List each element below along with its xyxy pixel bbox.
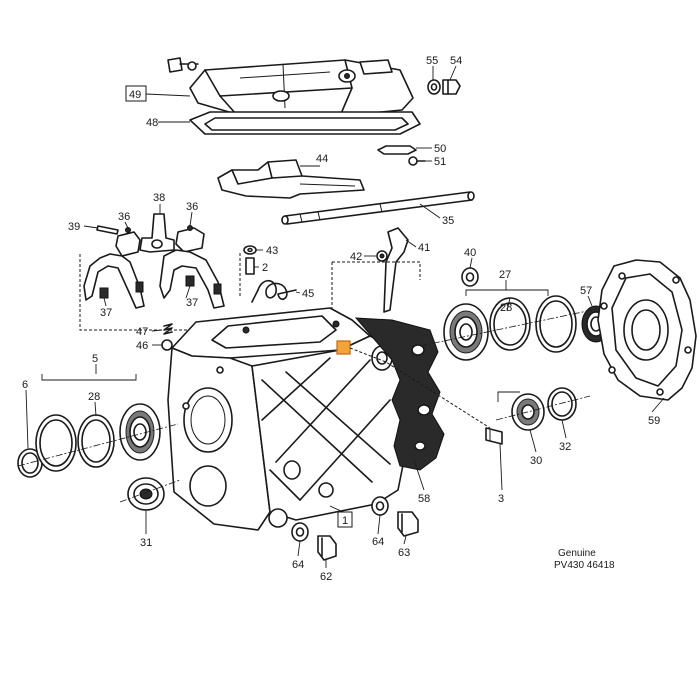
ring-27-right[interactable] (535, 295, 577, 353)
label-57: 57 (580, 285, 592, 297)
bearing-31[interactable] (127, 477, 165, 511)
label-6: 6 (22, 379, 28, 391)
label-64a: 64 (292, 559, 304, 571)
label-38: 38 (153, 192, 165, 204)
label-49-box (125, 85, 147, 102)
circlip-6[interactable] (17, 448, 43, 478)
bearing-right[interactable] (443, 303, 489, 361)
washer-64-left[interactable] (291, 522, 309, 542)
ball-42[interactable] (376, 250, 388, 262)
label-27: 27 (499, 269, 511, 281)
label-45: 45 (302, 288, 314, 300)
interlock-plate[interactable] (217, 159, 365, 199)
label-55: 55 (426, 55, 438, 67)
dash-30 (497, 391, 520, 402)
bearing-30-centerline (495, 395, 591, 421)
spring-45[interactable] (251, 279, 297, 303)
washer-64-right[interactable] (371, 496, 389, 516)
top-cover[interactable] (189, 59, 414, 117)
label-1-box (337, 511, 353, 528)
selector-shaft[interactable] (281, 191, 475, 225)
label-40: 40 (464, 247, 476, 259)
screw-51[interactable] (408, 156, 426, 166)
rear-cover[interactable] (597, 259, 697, 401)
bracket-5 (41, 374, 137, 381)
plug-54[interactable] (442, 79, 461, 95)
label-5: 5 (92, 353, 98, 365)
left-centerline (17, 423, 179, 467)
plug-62[interactable] (317, 535, 337, 561)
label-35: 35 (442, 215, 454, 227)
shift-fork-right[interactable] (159, 225, 225, 309)
label-62: 62 (320, 571, 332, 583)
label-37a: 37 (100, 307, 112, 319)
footer-code: PV430 46418 (554, 560, 615, 571)
label-64b: 64 (372, 536, 384, 548)
plug-3[interactable] (485, 427, 503, 445)
pin-2[interactable] (245, 257, 255, 275)
pin-39[interactable] (96, 225, 119, 235)
label-36b: 36 (186, 201, 198, 213)
bolt-top-left[interactable] (167, 57, 199, 73)
gearbox-housing[interactable] (167, 307, 409, 531)
label-51: 51 (434, 156, 446, 168)
label-32: 32 (559, 441, 571, 453)
label-30: 30 (530, 455, 542, 467)
label-49: 49 (129, 89, 141, 101)
label-3: 3 (498, 493, 504, 505)
ring-28-right[interactable] (489, 297, 531, 351)
label-2: 2 (262, 262, 268, 274)
label-58: 58 (418, 493, 430, 505)
washer-43[interactable] (243, 245, 257, 255)
label-42: 42 (350, 251, 362, 263)
label-28a: 28 (88, 391, 100, 403)
leader-lines (25, 65, 665, 568)
bearing-left[interactable] (119, 403, 161, 461)
lever-41[interactable] (383, 227, 409, 313)
label-43: 43 (266, 245, 278, 257)
label-1: 1 (342, 515, 348, 527)
label-36a: 36 (118, 211, 130, 223)
label-44: 44 (316, 153, 328, 165)
label-41: 41 (418, 242, 430, 254)
washer-55[interactable] (427, 79, 441, 95)
ring-28-left[interactable] (77, 414, 115, 468)
label-39: 39 (68, 221, 80, 233)
label-54: 54 (450, 55, 462, 67)
highlight-marker[interactable] (336, 340, 351, 355)
bearing-31-centerline (119, 479, 181, 503)
ball-46[interactable] (161, 339, 173, 351)
washer-40[interactable] (461, 267, 479, 287)
seal-ring-left[interactable] (35, 414, 77, 472)
highlight-dash-line (349, 347, 491, 429)
label-47: 47 (136, 326, 148, 338)
cover-gasket[interactable] (189, 111, 421, 135)
callout-labels: 49 48 55 54 50 51 44 35 39 36 38 36 37 3… (22, 55, 660, 583)
clip-50[interactable] (377, 145, 417, 155)
label-46: 46 (136, 340, 148, 352)
label-31: 31 (140, 537, 152, 549)
spring-47[interactable] (163, 323, 173, 335)
label-59: 59 (648, 415, 660, 427)
ring-32[interactable] (547, 387, 577, 421)
label-28b: 28 (500, 302, 512, 314)
rear-gasket[interactable] (354, 317, 445, 471)
bracket-27 (465, 289, 549, 296)
footer-brand: Genuine (558, 548, 596, 559)
selector-lever[interactable] (139, 213, 175, 253)
plug-63[interactable] (397, 511, 419, 537)
label-37b: 37 (186, 297, 198, 309)
label-63: 63 (398, 547, 410, 559)
shift-fork-left[interactable] (83, 227, 145, 309)
label-48: 48 (146, 117, 158, 129)
label-50: 50 (434, 143, 446, 155)
